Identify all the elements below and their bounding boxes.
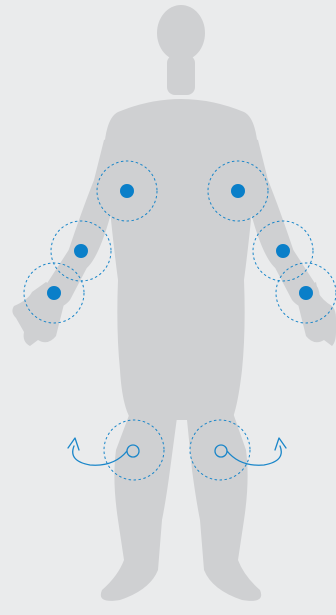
right-shoulder-dot-icon [231,184,245,198]
knee-rotation-indicators [68,438,286,465]
torso [104,99,258,420]
left-leg [101,410,178,601]
neck [167,55,195,95]
right-leg [186,410,261,601]
body-silhouette [12,5,336,601]
left-wrist-dot-icon [47,286,61,300]
left-elbow-dot-icon [74,244,88,258]
right-wrist-dot-icon [299,286,313,300]
right-elbow-dot-icon [276,244,290,258]
head [157,5,205,61]
left-shoulder-dot-icon [120,184,134,198]
